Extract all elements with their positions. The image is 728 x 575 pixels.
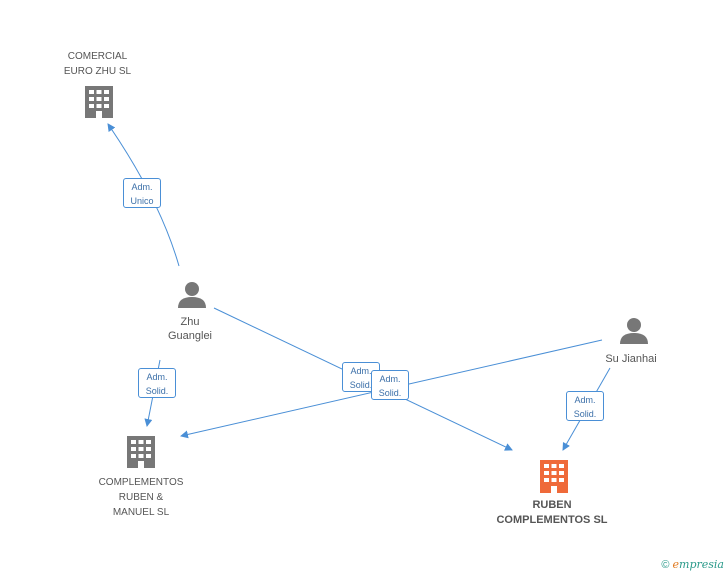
main-building-icon — [540, 460, 568, 493]
company-label-line: COMPLEMENTOS — [98, 477, 184, 488]
edge-label-line: Adm. — [131, 182, 153, 192]
company-label-line: COMERCIAL — [67, 51, 128, 62]
brand-rest: mpresia — [679, 558, 724, 571]
person-label-line: Su Jianhai — [605, 353, 657, 365]
edge-label-line: Solid. — [349, 380, 373, 390]
edge-label-adm-solid: Adm. Solid. — [371, 370, 409, 400]
edge-label-line: Adm. — [574, 395, 596, 405]
person-icon — [620, 318, 648, 344]
brand-e: e — [672, 558, 680, 571]
company-label-complementos-ruben-manuel[interactable]: COMPLEMENTOS RUBEN & MANUEL SL — [85, 475, 197, 520]
person-label-zhu-guanglei[interactable]: Zhu Guanglei — [145, 315, 235, 343]
copyright-symbol: © — [661, 559, 670, 571]
empresia-footer[interactable]: © empresia — [661, 558, 724, 571]
main-company-label-ruben-complementos[interactable]: RUBEN COMPLEMENTOS SL — [480, 498, 624, 528]
edge-label-line: Solid. — [145, 386, 169, 396]
person-icon — [178, 282, 206, 308]
person-label-line: Guanglei — [167, 330, 213, 342]
company-label-line: RUBEN & — [118, 492, 164, 503]
company-label-line: COMPLEMENTOS SL — [496, 514, 608, 526]
company-label-line: MANUEL SL — [112, 507, 170, 518]
edge-label-adm-unico: Adm. Unico — [123, 178, 161, 208]
edge-label-line: Unico — [130, 196, 154, 206]
building-icon — [127, 436, 155, 468]
person-label-line: Zhu — [180, 316, 200, 328]
company-label-line: EURO ZHU SL — [63, 66, 132, 77]
edge-label-line: Adm. — [350, 366, 372, 376]
edge-label-line: Adm. — [146, 372, 168, 382]
edge-label-adm-solid: Adm. Solid. — [566, 391, 604, 421]
person-label-su-jianhai[interactable]: Su Jianhai — [590, 352, 672, 366]
company-label-line: RUBEN — [532, 499, 572, 511]
edge-label-line: Adm. — [379, 374, 401, 384]
company-label-comercial-euro-zhu[interactable]: COMERCIAL EURO ZHU SL — [40, 49, 155, 79]
edge-label-adm-solid: Adm. Solid. — [138, 368, 176, 398]
building-icon — [85, 86, 113, 118]
edge-label-line: Solid. — [378, 388, 402, 398]
empresia-logo: empresia — [673, 558, 724, 571]
edge-label-line: Solid. — [573, 409, 597, 419]
